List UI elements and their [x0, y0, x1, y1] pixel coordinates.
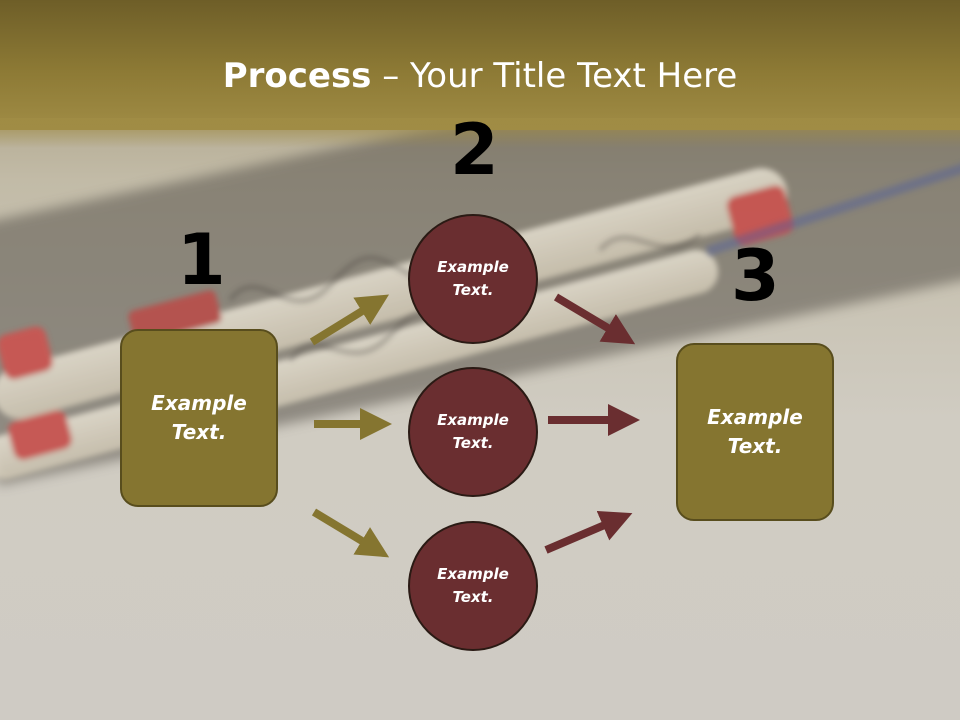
circle-top-label: Example Text. — [437, 258, 509, 299]
header-band — [0, 0, 960, 130]
header-fade — [0, 118, 960, 148]
circle-bottom-label: Example Text. — [437, 565, 509, 606]
title-rest: – Your Title Text Here — [371, 56, 738, 96]
arrow-left-to-top — [309, 294, 390, 346]
arrow-left-to-bottom — [311, 508, 390, 558]
step-2-circle-bottom: Example Text. — [408, 521, 538, 651]
step-number-3: 3 — [731, 235, 780, 317]
page-title: Process – Your Title Text Here — [0, 54, 960, 98]
step-1-box: Example Text. — [120, 329, 278, 507]
step-1-label: Example Text. — [151, 391, 247, 444]
title-bold: Process — [222, 56, 372, 96]
arrow-bottom-to-right — [544, 510, 633, 554]
step-2-circle-middle: Example Text. — [408, 367, 538, 497]
arrow-top-to-right — [553, 293, 636, 345]
step-number-1: 1 — [177, 219, 226, 301]
step-3-label: Example Text. — [707, 405, 803, 458]
step-2-circle-top: Example Text. — [408, 214, 538, 344]
step-3-box: Example Text. — [676, 343, 834, 521]
step-number-2: 2 — [450, 109, 499, 191]
circle-middle-label: Example Text. — [437, 411, 509, 452]
